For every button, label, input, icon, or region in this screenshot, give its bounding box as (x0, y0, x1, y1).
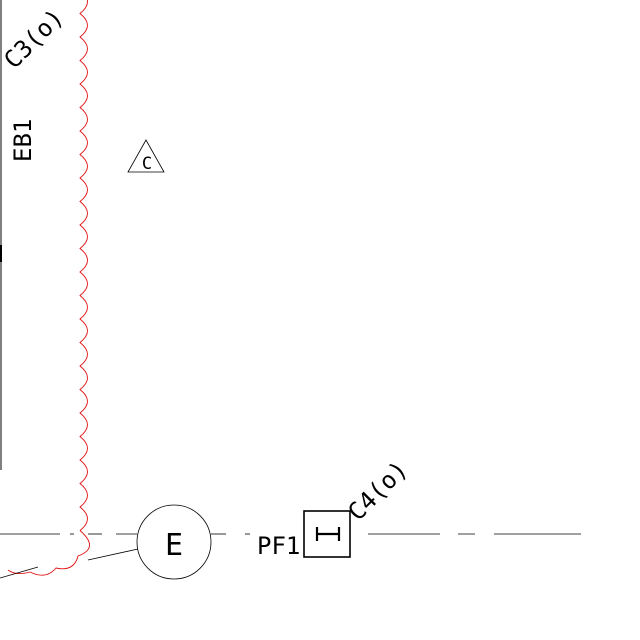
revision-cloud-vertical (79, 0, 88, 531)
column-tag-c3: C3(o) (0, 3, 69, 74)
post-tag-pf1: PF1 (257, 532, 300, 560)
triangle-c-icon (127, 139, 165, 173)
revision-cloud-bottom (7, 530, 90, 576)
i-beam-section-icon (303, 510, 351, 558)
leader-line-lower-left (0, 566, 39, 579)
column-tag-c4: C4(o) (342, 455, 413, 526)
leader-line-bubble (87, 548, 139, 561)
grid-bubble-label: E (165, 528, 183, 563)
circle-grid-icon (136, 504, 212, 580)
beam-tag-eb1: EB1 (9, 119, 37, 162)
revision-triangle-label: C (142, 154, 152, 174)
